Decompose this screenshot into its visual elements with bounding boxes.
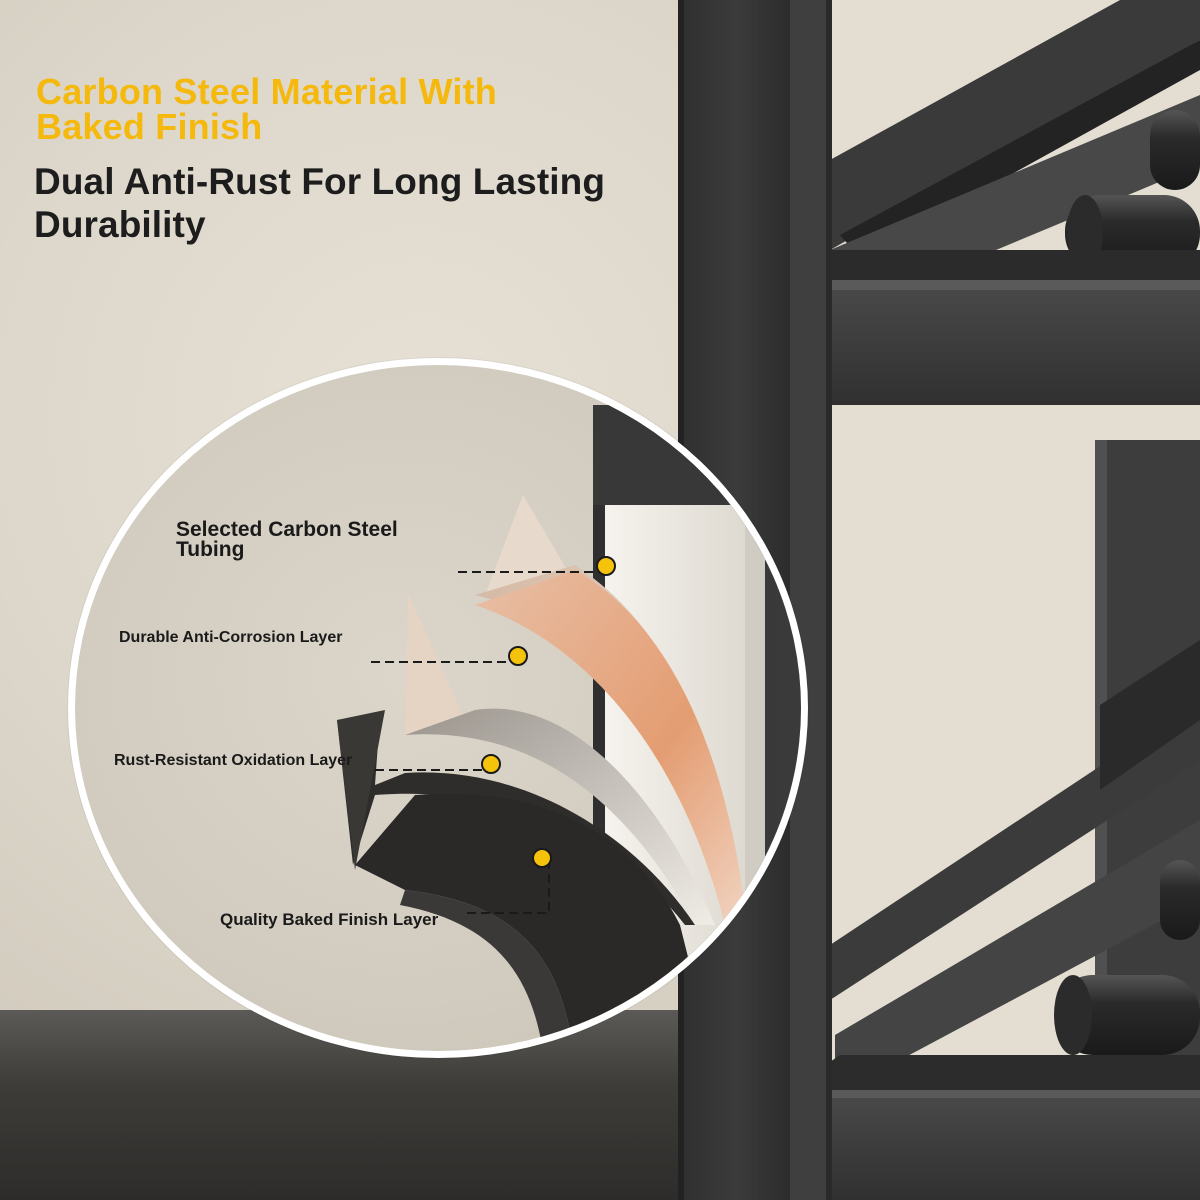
- callout-dot-oxidation: [481, 754, 501, 774]
- peeled-layer-pale-tip: [485, 495, 570, 595]
- headline-material: Carbon Steel Material With Baked Finish: [36, 71, 497, 147]
- label-carbon-steel-tubing: Selected Carbon Steel Tubing: [176, 518, 398, 561]
- lower-shoe-rod: [1055, 975, 1200, 1055]
- label-anti-corrosion-layer: Durable Anti-Corrosion Layer: [119, 629, 343, 646]
- magnified-detail-circle: [68, 358, 808, 1058]
- label-oxidation-layer: Rust-Resistant Oxidation Layer: [114, 752, 353, 769]
- callout-leader-lines: [371, 571, 605, 914]
- label-tubing-line1: Selected Carbon Steel: [176, 518, 398, 541]
- peeled-layer-white: [405, 708, 715, 925]
- peeled-layer-baked-finish: [355, 793, 712, 1051]
- peeled-layer-copper: [475, 570, 747, 925]
- callout-dot-baked: [532, 848, 552, 868]
- callout-dot-corrosion: [508, 646, 528, 666]
- top-crossbeam: [795, 280, 1200, 405]
- label-baked-finish-layer: Quality Baked Finish Layer: [220, 910, 439, 929]
- callout-dot-tubing: [596, 556, 616, 576]
- lower-shelf-panel: [835, 820, 1200, 1060]
- upper-shelf-panel: [830, 95, 1200, 265]
- material-layers-illustration: [337, 405, 801, 1051]
- upper-shelf-rail: [830, 0, 1200, 250]
- label-tubing-line2: Tubing: [176, 538, 245, 561]
- peeled-layer-flap: [405, 593, 467, 735]
- bottom-crossbeam: [790, 1090, 1200, 1200]
- headline-anti-rust: Dual Anti-Rust For Long Lasting Durabili…: [34, 161, 606, 245]
